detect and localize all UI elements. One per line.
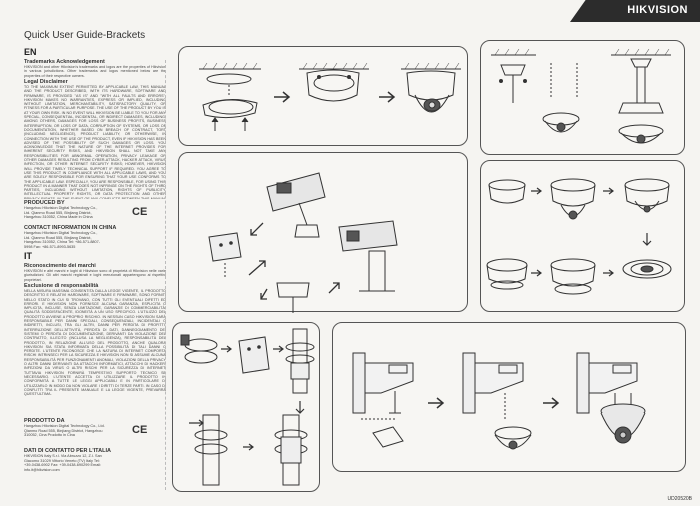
bullet-bracket-illustration — [208, 172, 398, 313]
en-disclaimer-text: TO THE MAXIMUM EXTENT PERMITTED BY APPLI… — [24, 85, 166, 199]
it-trademarks-text: HIKVISION e altri marchi e loghi di Hikv… — [24, 269, 166, 282]
panel-wall-mount — [332, 322, 686, 472]
en-trademarks-heading: Trademarks Acknowledgement — [24, 59, 105, 65]
it-contact-heading: DATI DI CONTATTO PER L'ITALIA — [24, 448, 111, 454]
lang-heading-it: IT — [24, 251, 32, 261]
it-ce-mark: CE — [132, 424, 148, 436]
panel-pole-mount — [172, 322, 320, 492]
it-contact-text: HIKVISION Italy S.r.l. Via Abruzzo 12, Z… — [24, 454, 102, 472]
pole-mount-illustration — [180, 328, 315, 486]
dome-mount-illustration — [486, 178, 672, 295]
it-disclaimer-text: NELLA MISURA MASSIMA CONSENTITA DALLA LE… — [24, 289, 166, 397]
pendant-mount-illustration — [491, 48, 671, 144]
en-produced-by-text: Hangzhou Hikvision Digital Technology Co… — [24, 206, 98, 220]
wall-mount-illustration — [352, 352, 646, 450]
en-produced-by-heading: PRODUCED BY — [24, 200, 65, 206]
en-disclaimer-heading: Legal Disclaimer — [24, 79, 68, 85]
document-code: UD20520B — [667, 496, 692, 502]
panel-dome-mount — [480, 160, 685, 312]
brand-logo: HIKVISION — [627, 4, 688, 16]
it-disclaimer-heading: Esclusione di responsabilità — [24, 283, 99, 289]
lang-heading-en: EN — [24, 47, 37, 57]
it-produced-by-text: Hangzhou Hikvision Digital Technology Co… — [24, 424, 105, 438]
en-ce-mark: CE — [132, 206, 148, 218]
document-title: Quick User Guide-Brackets — [24, 30, 146, 41]
it-produced-by-heading: PRODOTTO DA — [24, 418, 65, 424]
panel-ceiling-mount — [178, 46, 468, 146]
panel-pendant-mount — [480, 40, 685, 155]
en-contact-heading: CONTACT INFORMATION IN CHINA — [24, 225, 117, 231]
it-trademarks-heading: Riconoscimento dei marchi — [24, 263, 96, 269]
column-divider — [165, 60, 166, 490]
en-contact-text: Hangzhou Hikvision Digital Technology Co… — [24, 231, 101, 249]
ceiling-mount-illustration — [199, 62, 461, 131]
panel-bullet-bracket — [178, 152, 468, 313]
brand-banner — [570, 0, 700, 22]
en-trademarks-text: HIKVISION and other Hikvision's trademar… — [24, 65, 166, 78]
